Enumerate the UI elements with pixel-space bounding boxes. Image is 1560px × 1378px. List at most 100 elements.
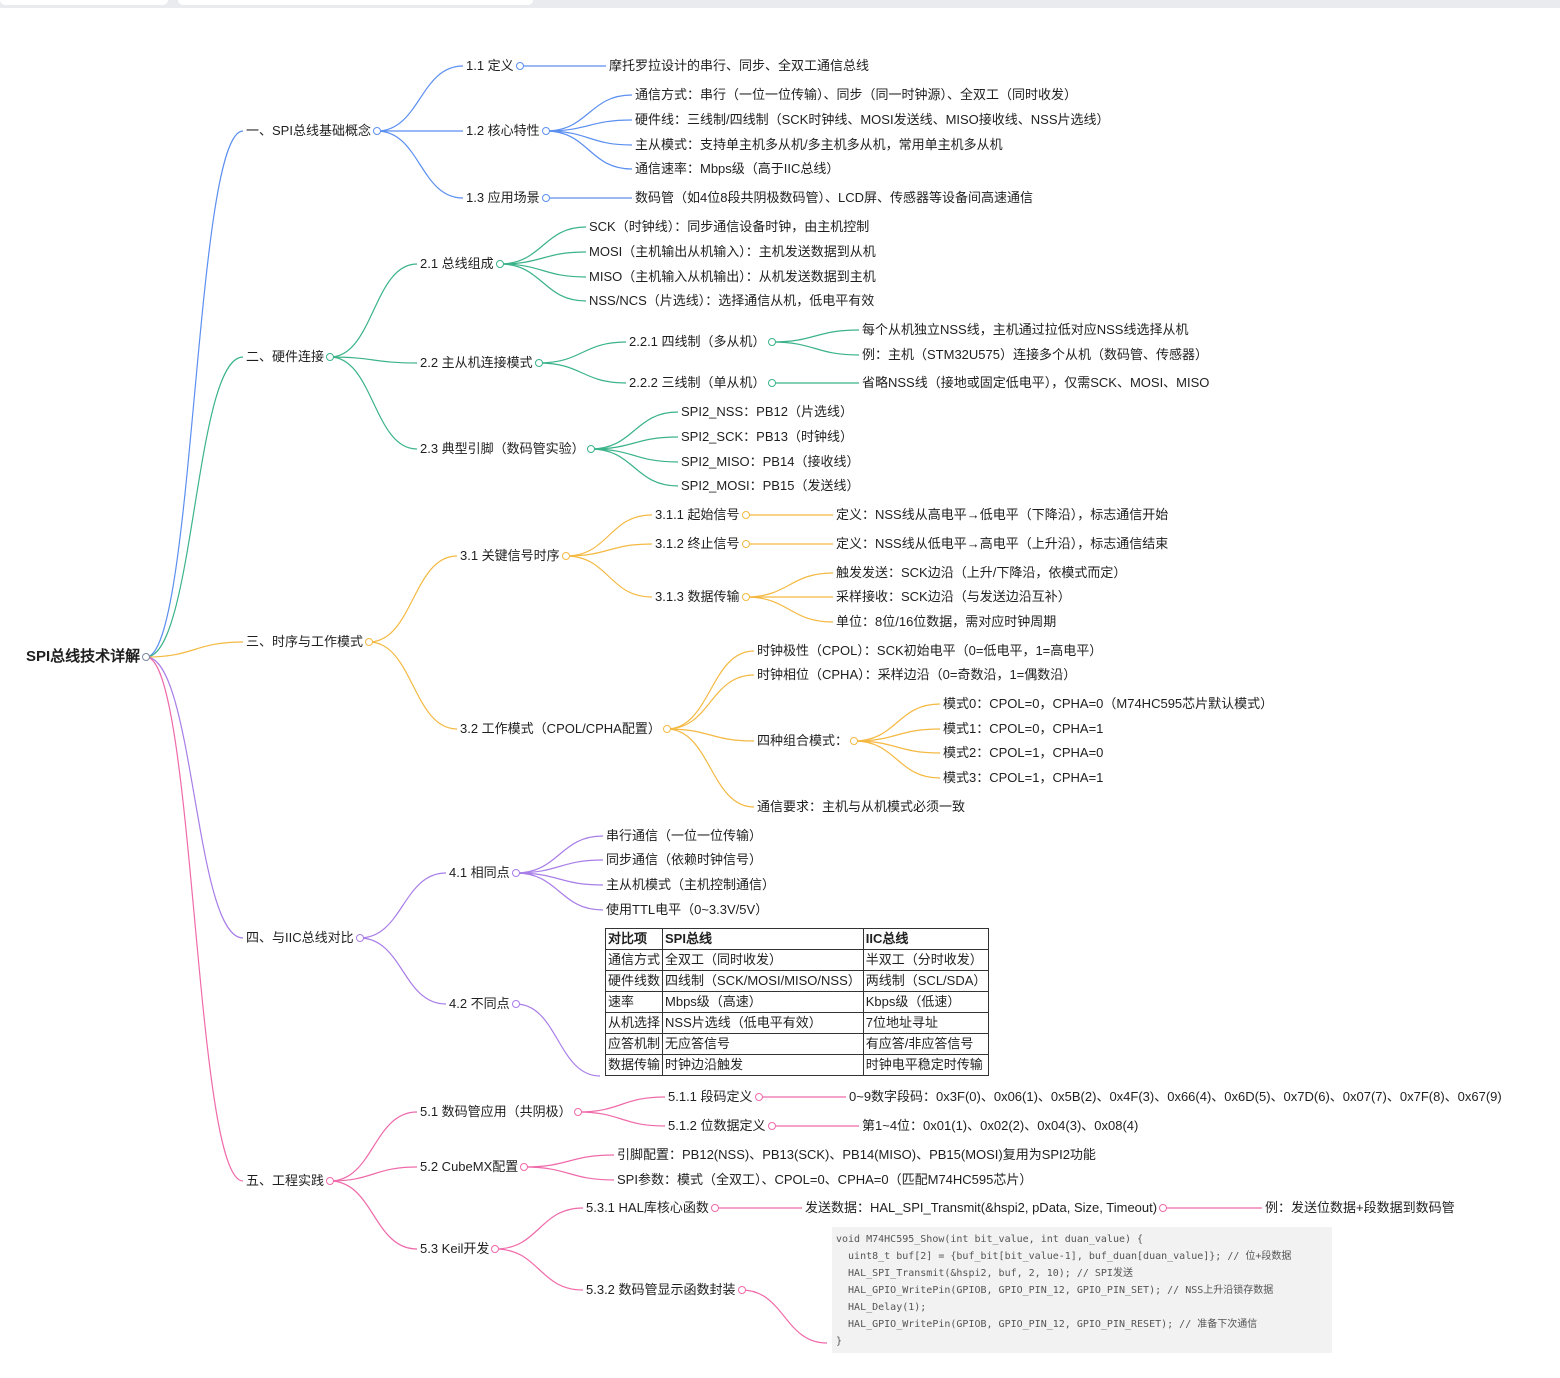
topic-n3-2c[interactable]: 四种组合模式： (757, 733, 849, 748)
topic-n5-1-2a[interactable]: 第1~4位：0x01(1)、0x02(2)、0x04(3)、0x08(4) (862, 1118, 1139, 1133)
collapse-toggle-icon[interactable] (741, 540, 750, 548)
collapse-toggle-icon[interactable] (326, 1177, 334, 1185)
collapse-toggle-icon[interactable] (355, 934, 364, 942)
topic-n1-2[interactable]: 1.2 核心特性 (466, 123, 540, 138)
topic-n5-1[interactable]: 5.1 数码管应用（共阴极） (420, 1104, 572, 1119)
collapse-toggle-icon[interactable] (741, 511, 750, 519)
collapse-toggle-icon[interactable] (767, 1122, 776, 1130)
topic-n5-1-1[interactable]: 5.1.1 段码定义 (668, 1089, 753, 1104)
topic-n3-1-2[interactable]: 3.1.2 终止信号 (655, 536, 740, 551)
topic-n3-1-3c[interactable]: 单位：8位/16位数据，需对应时钟周期 (836, 614, 1057, 629)
topic-n4-1b[interactable]: 同步通信（依赖时钟信号） (606, 852, 763, 867)
topic-n1-3a[interactable]: 数码管（如4位8段共阴极数码管）、LCD屏、传感器等设备间高速通信 (635, 190, 1033, 205)
collapse-toggle-icon[interactable] (561, 552, 570, 560)
topic-n4-2[interactable]: 4.2 不同点 (449, 996, 510, 1011)
collapse-toggle-icon[interactable] (491, 1245, 500, 1253)
collapse-toggle-icon[interactable] (850, 737, 858, 745)
topic-n2-1[interactable]: 2.1 总线组成 (420, 256, 494, 271)
topic-n3-2c2[interactable]: 模式1：CPOL=0，CPHA=1 (943, 721, 1104, 736)
topic-n2-3[interactable]: 2.3 典型引脚（数码管实验） (420, 441, 585, 456)
topic-n1-2b[interactable]: 硬件线：三线制/四线制（SCK时钟线、MOSI发送线、MISO接收线、NSS片选… (635, 112, 1110, 127)
topic-n5-2[interactable]: 5.2 CubeMX配置 (420, 1159, 519, 1174)
topic-n2-2-1[interactable]: 2.2.1 四线制（多从机） (629, 334, 766, 349)
collapse-toggle-icon[interactable] (710, 1204, 719, 1212)
topic-n2-3c[interactable]: SPI2_MISO：PB14（接收线） (681, 454, 860, 469)
topic-n2-2-2[interactable]: 2.2.2 三线制（单从机） (629, 375, 766, 390)
topic-n1-2c[interactable]: 主从模式：支持单主机多从机/多主机多从机，常用单主机多从机 (635, 137, 1003, 152)
topic-n3-1-2a[interactable]: 定义：NSS线从低电平→高电平（上升沿），标志通信结束 (836, 536, 1169, 551)
topic-n5-1-2[interactable]: 5.1.2 位数据定义 (668, 1118, 766, 1133)
collapse-toggle-icon[interactable] (737, 1286, 746, 1294)
topic-n5-1-1a[interactable]: 0~9数字段码：0x3F(0)、0x06(1)、0x5B(2)、0x4F(3)、… (849, 1089, 1502, 1104)
topic-n3-2b[interactable]: 时钟相位（CPHA）：采样边沿（0=奇数沿，1=偶数沿） (757, 667, 1077, 682)
topic-n4-1d[interactable]: 使用TTL电平（0~3.3V/5V） (606, 902, 769, 917)
topic-n3-2c3[interactable]: 模式2：CPOL=1，CPHA=0 (943, 745, 1104, 760)
topic-n1-3[interactable]: 1.3 应用场景 (466, 190, 540, 205)
topic-n3[interactable]: 三、时序与工作模式 (246, 634, 364, 649)
collapse-toggle-icon[interactable] (511, 1000, 520, 1008)
topic-n5-3-2[interactable]: 5.3.2 数码管显示函数封装 (586, 1282, 736, 1297)
topic-n5-3[interactable]: 5.3 Keil开发 (420, 1241, 490, 1256)
topic-n2-1d[interactable]: NSS/NCS（片选线）：选择通信从机，低电平有效 (589, 293, 875, 308)
topic-n3-1-1a[interactable]: 定义：NSS线从高电平→低电平（下降沿），标志通信开始 (836, 507, 1169, 522)
topic-n2-2-1a[interactable]: 每个从机独立NSS线，主机通过拉低对应NSS线选择从机 (862, 322, 1189, 337)
collapse-toggle-icon[interactable] (767, 379, 776, 387)
collapse-toggle-icon[interactable] (372, 127, 381, 135)
topic-n1-2a[interactable]: 通信方式：串行（一位一位传输）、同步（同一时钟源）、全双工（同时收发） (635, 87, 1078, 102)
topic-n1-1[interactable]: 1.1 定义 (466, 58, 514, 73)
topic-n4-1a[interactable]: 串行通信（一位一位传输） (606, 828, 763, 843)
topic-n3-2c1[interactable]: 模式0：CPOL=0，CPHA=0（M74HC595芯片默认模式） (943, 696, 1274, 711)
collapse-toggle-icon[interactable] (365, 638, 373, 646)
topic-n2-2-1b[interactable]: 例：主机（STM32U575）连接多个从机（数码管、传感器） (862, 347, 1208, 362)
collapse-toggle-icon[interactable] (754, 1093, 763, 1101)
collapse-toggle-icon[interactable] (586, 445, 595, 453)
topic-n3-2[interactable]: 3.2 工作模式（CPOL/CPHA配置） (460, 721, 661, 736)
topic-n2[interactable]: 二、硬件连接 (246, 349, 325, 364)
collapse-toggle-icon[interactable] (515, 62, 524, 70)
collapse-toggle-icon[interactable] (662, 725, 671, 733)
collapse-toggle-icon[interactable] (520, 1163, 529, 1171)
topic-n3-2c4[interactable]: 模式3：CPOL=1，CPHA=1 (943, 770, 1104, 785)
topic-n1[interactable]: 一、SPI总线基础概念 (246, 123, 371, 138)
topic-n3-1-1[interactable]: 3.1.1 起始信号 (655, 507, 740, 522)
topic-n5-2a[interactable]: 引脚配置：PB12(NSS)、PB13(SCK)、PB14(MISO)、PB15… (617, 1147, 1096, 1162)
topic-n3-1-3b[interactable]: 采样接收：SCK边沿（与发送边沿互补） (836, 589, 1071, 604)
topic-n2-3a[interactable]: SPI2_NSS：PB12（片选线） (681, 404, 853, 419)
topic-n5-3-1[interactable]: 5.3.1 HAL库核心函数 (586, 1200, 709, 1215)
topic-n2-1b[interactable]: MOSI（主机输出从机输入）：主机发送数据到从机 (589, 244, 876, 259)
topic-n3-1[interactable]: 3.1 关键信号时序 (460, 548, 560, 563)
topic-n4-1c[interactable]: 主从机模式（主机控制通信） (606, 877, 776, 892)
topic-n3-2a[interactable]: 时钟极性（CPOL）：SCK初始电平（0=低电平，1=高电平） (757, 643, 1103, 658)
collapse-toggle-icon[interactable] (741, 593, 750, 601)
collapse-toggle-icon[interactable] (534, 359, 543, 367)
collapse-toggle-icon[interactable] (142, 653, 151, 661)
topic-n1-2d[interactable]: 通信速率：Mbps级（高于IIC总线） (635, 161, 840, 176)
topic-n5-3-1a[interactable]: 发送数据：HAL_SPI_Transmit(&hspi2, pData, Siz… (805, 1200, 1158, 1215)
topic-n2-3d[interactable]: SPI2_MOSI：PB15（发送线） (681, 478, 860, 493)
collapse-toggle-icon[interactable] (511, 869, 520, 877)
topic-n1-1a[interactable]: 摩托罗拉设计的串行、同步、全双工通信总线 (609, 58, 870, 73)
topic-n2-1a[interactable]: SCK（时钟线）：同步通信设备时钟，由主机控制 (589, 219, 870, 234)
topic-n2-1c[interactable]: MISO（主机输入从机输出）：从机发送数据到主机 (589, 269, 876, 284)
topic-n5-3-1b[interactable]: 例：发送位数据+段数据到数码管 (1265, 1200, 1455, 1215)
browser-tab[interactable] (178, 0, 533, 5)
topic-n3-1-3a[interactable]: 触发发送：SCK边沿（上升/下降沿，依模式而定） (836, 565, 1127, 580)
collapse-toggle-icon[interactable] (573, 1108, 582, 1116)
topic-n4-1[interactable]: 4.1 相同点 (449, 865, 510, 880)
collapse-toggle-icon[interactable] (495, 260, 504, 268)
topic-n2-2-2a[interactable]: 省略NSS线（接地或固定低电平），仅需SCK、MOSI、MISO (862, 375, 1210, 390)
collapse-toggle-icon[interactable] (1159, 1204, 1168, 1212)
collapse-toggle-icon[interactable] (326, 353, 334, 361)
browser-tab[interactable] (0, 0, 168, 5)
root-topic[interactable]: SPI总线技术详解 (26, 648, 141, 665)
topic-n3-2d[interactable]: 通信要求：主机与从机模式必须一致 (757, 799, 966, 814)
topic-n5[interactable]: 五、工程实践 (246, 1173, 325, 1188)
topic-n2-2[interactable]: 2.2 主从机连接模式 (420, 355, 533, 370)
collapse-toggle-icon[interactable] (541, 194, 550, 202)
topic-n3-1-3[interactable]: 3.1.3 数据传输 (655, 589, 740, 604)
topic-n5-2b[interactable]: SPI参数：模式（全双工）、CPOL=0、CPHA=0（匹配M74HC595芯片… (617, 1172, 1033, 1187)
topic-n2-3b[interactable]: SPI2_SCK：PB13（时钟线） (681, 429, 853, 444)
topic-n4[interactable]: 四、与IIC总线对比 (246, 930, 354, 945)
collapse-toggle-icon[interactable] (541, 127, 550, 135)
collapse-toggle-icon[interactable] (767, 338, 776, 346)
